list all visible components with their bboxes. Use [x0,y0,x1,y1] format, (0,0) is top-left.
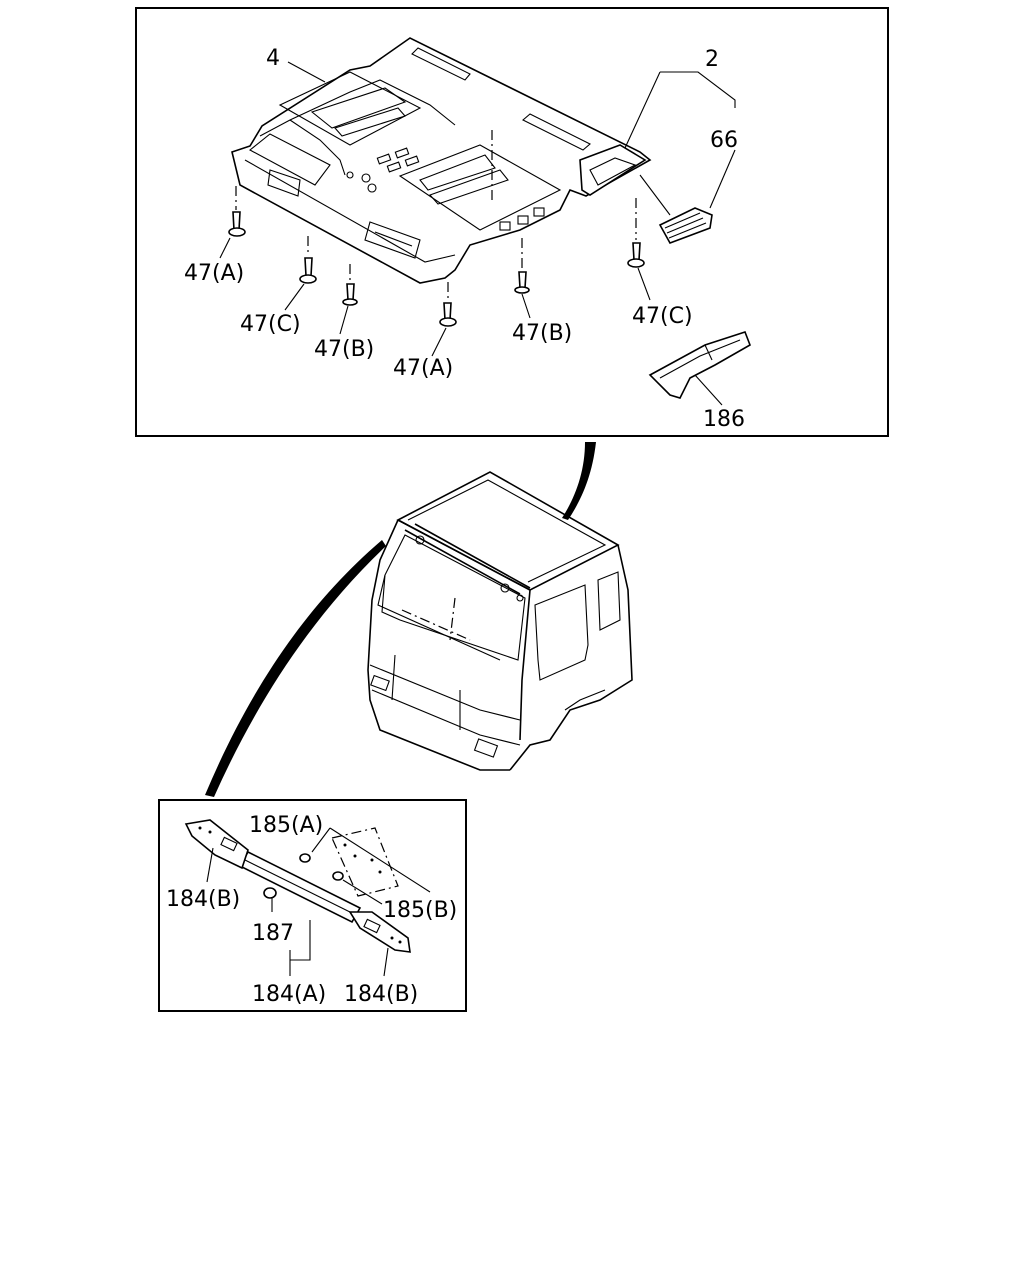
label-pillar-trim: 186 [703,407,745,432]
label-clip-47b-left: 47(B) [314,337,374,362]
clip-185a-part [299,853,311,863]
clip-47a-left-part [228,211,246,237]
label-clip-47a-center: 47(A) [393,356,453,381]
clip-47b-left-part [342,283,358,306]
label-roof-assembly: 2 [705,47,719,72]
clip-47a-center-part [439,302,457,327]
label-end-cap-184b-right: 184(B) [344,982,418,1007]
label-clip-185b: 185(B) [383,898,457,923]
bottom-panel-frame [158,799,467,1012]
clip-185b-part [332,871,344,881]
clip-47c-left-part [299,257,317,284]
top-panel-frame [135,7,889,437]
screw-187-part [263,887,277,899]
label-screw-187: 187 [252,921,294,946]
label-clip-47c-left: 47(C) [240,312,301,337]
pointer-to-grip-panel [205,540,386,797]
label-clip-47b-right: 47(B) [512,321,572,346]
label-vent-grille: 66 [710,128,738,153]
assist-grip-part [184,819,411,953]
vent-grille-part [658,207,713,244]
label-clip-185a: 185(A) [249,813,323,838]
roof-lining-part [231,37,652,284]
pillar-trim-part [648,331,751,399]
label-roof-lining: 4 [266,46,280,71]
rear-corner-part [579,144,647,196]
truck-cab-illustration [367,471,633,771]
label-clip-47c-right: 47(C) [632,304,693,329]
label-end-cap-184b-left: 184(B) [166,887,240,912]
clip-47b-right-part [514,271,530,294]
pointer-to-roof-panel [562,442,596,520]
label-grip-184a: 184(A) [252,982,326,1007]
label-clip-47a-left: 47(A) [184,261,244,286]
clip-47c-right-part [627,242,645,268]
